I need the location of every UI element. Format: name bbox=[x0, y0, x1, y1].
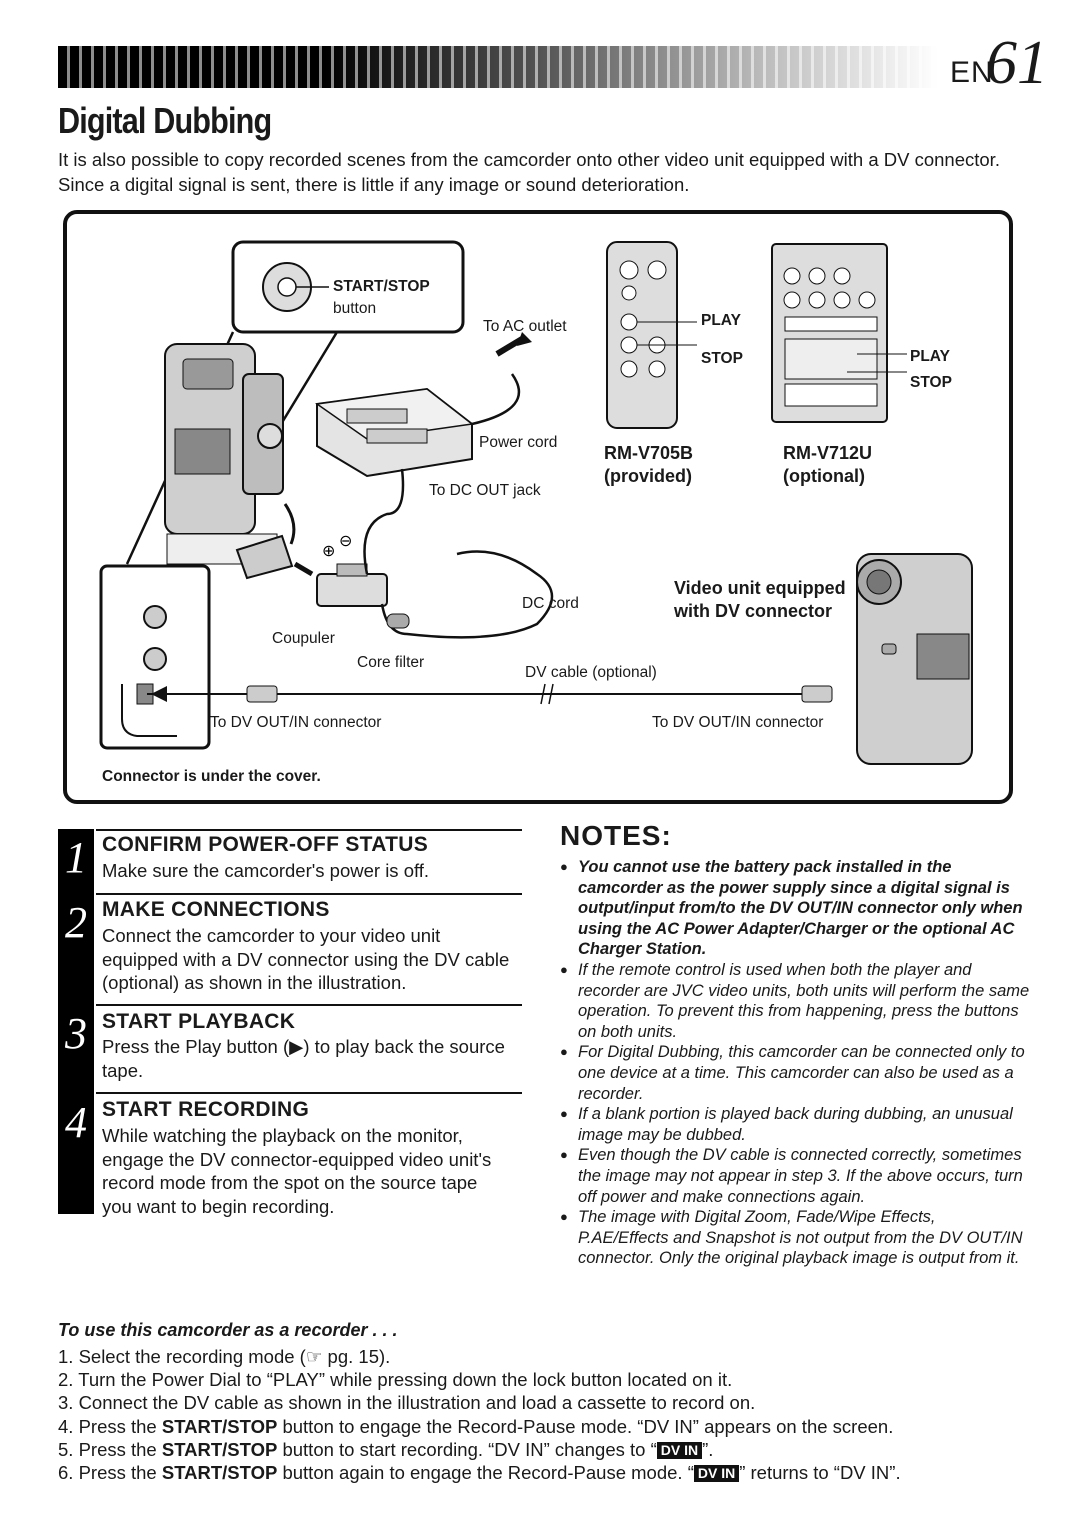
step-divider bbox=[96, 829, 522, 831]
step-suffix: ”. bbox=[702, 1438, 714, 1460]
note-item: The image with Digital Zoom, Fade/Wipe E… bbox=[560, 1207, 1030, 1269]
note-item: For Digital Dubbing, this camcorder can … bbox=[560, 1042, 1030, 1104]
page-title: Digital Dubbing bbox=[58, 100, 272, 141]
remote2-stop-label: STOP bbox=[910, 374, 952, 391]
insert-arrow-icon bbox=[293, 561, 314, 577]
note-item: Even though the DV cable is connected co… bbox=[560, 1145, 1030, 1207]
connector-under-cover-label: Connector is under the cover. bbox=[102, 768, 321, 785]
core-filter-icon bbox=[386, 613, 410, 629]
dc-coupler-icon bbox=[316, 563, 388, 607]
dv-in-badge: DV IN bbox=[656, 1441, 703, 1459]
header-stripes bbox=[58, 46, 938, 88]
step-heading: START RECORDING bbox=[102, 1098, 310, 1121]
step-heading: START PLAYBACK bbox=[102, 1010, 296, 1033]
recorder-step: 2. Turn the Power Dial to “PLAY” while p… bbox=[58, 1369, 733, 1391]
start-stop-bold: START/STOP bbox=[161, 1462, 278, 1484]
power-cord bbox=[471, 373, 521, 426]
remote1-play-label: PLAY bbox=[701, 312, 741, 329]
start-stop-bold: START/STOP bbox=[161, 1438, 278, 1460]
plus-icon: ⊕ bbox=[322, 543, 335, 560]
connector-jack-icon bbox=[143, 647, 167, 671]
remote1-note-label: (provided) bbox=[604, 466, 692, 486]
remote1-model-label: RM-V705B bbox=[604, 443, 694, 463]
recorder-section-title: To use this camcorder as a recorder . . … bbox=[58, 1320, 398, 1340]
illustration-drawing: ⊕ ⊖ bbox=[99, 240, 973, 765]
button-label: button bbox=[333, 300, 377, 317]
dv-in-badge: DV IN bbox=[693, 1465, 740, 1483]
notes-list: You cannot use the battery pack installe… bbox=[560, 857, 1030, 1269]
recorder-step: 3. Connect the DV cable as shown in the … bbox=[58, 1392, 756, 1414]
step-number: 1 bbox=[65, 833, 87, 882]
minus-icon: ⊖ bbox=[339, 533, 352, 550]
step-prefix: 6. Press the bbox=[58, 1462, 162, 1484]
ac-adapter-icon bbox=[315, 387, 474, 478]
step-text: Press the Play button (▶) to play back t… bbox=[102, 1036, 505, 1081]
note-item: You cannot use the battery pack installe… bbox=[560, 857, 1030, 960]
language-code: EN bbox=[950, 56, 994, 89]
step-number: 2 bbox=[65, 898, 87, 947]
step-number: 4 bbox=[65, 1098, 87, 1147]
step-prefix: 5. Press the bbox=[58, 1438, 162, 1460]
recorder-step: 4. Press the START/STOP button to engage… bbox=[58, 1415, 901, 1438]
remote-rm-v705b-icon bbox=[606, 241, 697, 429]
notes-title: NOTES: bbox=[560, 820, 672, 851]
to-ac-outlet-label: To AC outlet bbox=[483, 318, 567, 335]
steps-sidebar bbox=[58, 829, 94, 1214]
intro-paragraph: It is also possible to copy recorded sce… bbox=[58, 149, 1000, 195]
recorder-step: 6. Press the START/STOP button again to … bbox=[58, 1461, 901, 1484]
remote2-note-label: (optional) bbox=[783, 466, 865, 486]
to-dv-out-in-left-label: To DV OUT/IN connector bbox=[210, 714, 382, 731]
dc-cord bbox=[363, 468, 554, 639]
recorder-step: 1. Select the recording mode (☞ pg. 15). bbox=[58, 1346, 391, 1367]
recorder-step: 5. Press the START/STOP button to start … bbox=[58, 1438, 901, 1461]
to-dv-out-in-right-label: To DV OUT/IN connector bbox=[652, 714, 824, 731]
step-heading: CONFIRM POWER-OFF STATUS bbox=[102, 833, 429, 856]
step-middle: button to start recording. “DV IN” chang… bbox=[277, 1438, 657, 1460]
note-item: If a blank portion is played back during… bbox=[560, 1104, 1030, 1145]
step-suffix: ” returns to “DV IN”. bbox=[739, 1462, 901, 1484]
step-divider bbox=[96, 893, 522, 895]
dv-cable-label: DV cable (optional) bbox=[525, 664, 657, 681]
page-number: 61 bbox=[986, 29, 1048, 97]
connection-illustration: ⊕ ⊖ bbox=[63, 210, 1013, 804]
start-stop-label: START/STOP bbox=[333, 278, 430, 295]
step-middle: button again to engage the Record-Pause … bbox=[277, 1462, 694, 1484]
power-cord-label: Power cord bbox=[479, 434, 558, 451]
remote2-play-label: PLAY bbox=[910, 348, 950, 365]
with-dv-connector-label: with DV connector bbox=[674, 601, 833, 621]
step-prefix: 4. Press the bbox=[58, 1415, 162, 1437]
remote-rm-v712u-icon bbox=[771, 243, 907, 423]
step-text: While watching the playback on the monit… bbox=[102, 1125, 492, 1217]
note-item: If the remote control is used when both … bbox=[560, 960, 1030, 1042]
dc-cord-label: DC cord bbox=[522, 595, 579, 612]
step-text: Connect the camcorder to your video unit… bbox=[102, 925, 510, 993]
step-divider bbox=[96, 1092, 522, 1094]
coupuler-label: Coupuler bbox=[272, 630, 335, 647]
step-text: Make sure the camcorder's power is off. bbox=[102, 860, 430, 881]
connector-jack-icon bbox=[143, 605, 167, 629]
remote1-stop-label: STOP bbox=[701, 350, 743, 367]
ac-outlet-arrow-icon bbox=[495, 336, 524, 357]
video-unit-equipped-label: Video unit equipped bbox=[674, 578, 846, 598]
camcorder-left-icon bbox=[164, 343, 284, 565]
camcorder-right-icon bbox=[856, 553, 973, 765]
to-dc-out-jack-label: To DC OUT jack bbox=[429, 482, 541, 499]
step-heading: MAKE CONNECTIONS bbox=[102, 898, 330, 921]
start-stop-bold: START/STOP bbox=[161, 1415, 278, 1437]
step-divider bbox=[96, 1004, 522, 1006]
step-number: 3 bbox=[65, 1009, 87, 1058]
recorder-steps-list: 1. Select the recording mode (☞ pg. 15).… bbox=[58, 1345, 901, 1484]
step-suffix: button to engage the Record-Pause mode. … bbox=[277, 1415, 894, 1437]
remote2-model-label: RM-V712U bbox=[783, 443, 873, 463]
battery-pack-icon bbox=[235, 534, 294, 580]
core-filter-label: Core filter bbox=[357, 654, 425, 671]
